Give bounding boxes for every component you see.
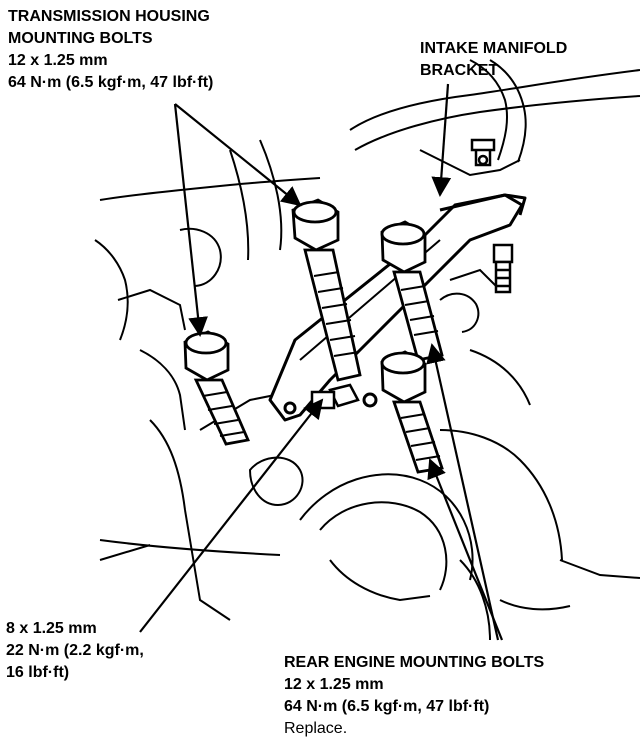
callout-sm-size: 8 x 1.25 mm [6, 620, 97, 637]
engine-block-outline [94, 59, 640, 641]
rear-engine-bolt-lower [380, 350, 444, 474]
callout-tx-size: 12 x 1.25 mm [8, 52, 108, 69]
transmission-housing-bolt-upper [291, 198, 362, 382]
leader-lines [139, 83, 504, 641]
callout-im-title-2: BRACKET [420, 62, 499, 79]
leader-intake-bracket [431, 83, 452, 197]
callout-small-bolt: 8 x 1.25 mm 22 N·m (2.2 kgf·m, 16 lbf·ft… [6, 618, 144, 684]
leader-tx-upper-bolt [174, 103, 302, 207]
leader-rear-upper-bolt [426, 343, 500, 641]
callout-transmission-housing-bolts: TRANSMISSION HOUSING MOUNTING BOLTS 12 x… [8, 6, 213, 94]
callout-sm-torque-2: 16 lbf·ft) [6, 664, 70, 681]
callout-intake-manifold-bracket: INTAKE MANIFOLD BRACKET [420, 38, 567, 82]
callout-tx-torque: 64 N·m (6.5 kgf·m, 47 lbf·ft) [8, 74, 214, 91]
rear-engine-bolt-upper [380, 220, 444, 362]
callout-rear-title: REAR ENGINE MOUNTING BOLTS [284, 654, 545, 671]
callout-tx-title-2: MOUNTING BOLTS [8, 30, 153, 47]
callout-rear-size: 12 x 1.25 mm [284, 676, 384, 693]
callout-rear-note: Replace. [284, 720, 348, 737]
callout-tx-title-1: TRANSMISSION HOUSING [8, 8, 210, 25]
callout-im-title-1: INTAKE MANIFOLD [420, 40, 568, 57]
callout-rear-torque: 64 N·m (6.5 kgf·m, 47 lbf·ft) [284, 698, 490, 715]
leader-small-bolt [139, 398, 324, 633]
leader-rear-lower-bolt [427, 458, 504, 641]
callout-sm-torque-1: 22 N·m (2.2 kgf·m, [6, 642, 144, 659]
leader-tx-lower-bolt [173, 103, 208, 337]
bracket-small-bolts [310, 138, 514, 410]
transmission-housing-bolt-lower [183, 330, 250, 446]
callout-rear-engine-mounting-bolts: REAR ENGINE MOUNTING BOLTS 12 x 1.25 mm … [284, 652, 544, 740]
